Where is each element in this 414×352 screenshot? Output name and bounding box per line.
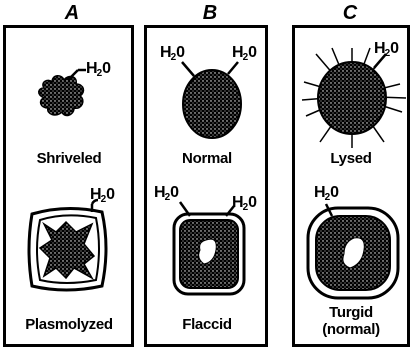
flaccid-cell: [168, 202, 258, 302]
label-turgid-line1: Turgid: [296, 304, 406, 321]
water-label-turgid: H20: [314, 184, 338, 203]
column-letter-b: B: [190, 2, 230, 25]
plasmolyzed-cell: [26, 200, 126, 300]
label-lysed: Lysed: [296, 150, 406, 167]
water-label-plasmolyzed: H20: [90, 186, 114, 205]
water-label-shriveled: H20: [86, 60, 110, 79]
label-normal: Normal: [150, 150, 264, 167]
label-shriveled: Shriveled: [10, 150, 128, 167]
label-plasmolyzed: Plasmolyzed: [6, 316, 132, 333]
lysed-cell: [302, 46, 406, 150]
turgid-cell: [306, 204, 406, 304]
column-letter-c: C: [330, 2, 370, 25]
normal-cell: [170, 56, 260, 146]
label-turgid: Turgid (normal): [296, 304, 406, 338]
label-turgid-line2: (normal): [296, 321, 406, 338]
water-label-flaccid-left: H20: [154, 184, 178, 203]
label-flaccid: Flaccid: [150, 316, 264, 333]
column-letter-a: A: [52, 2, 92, 25]
